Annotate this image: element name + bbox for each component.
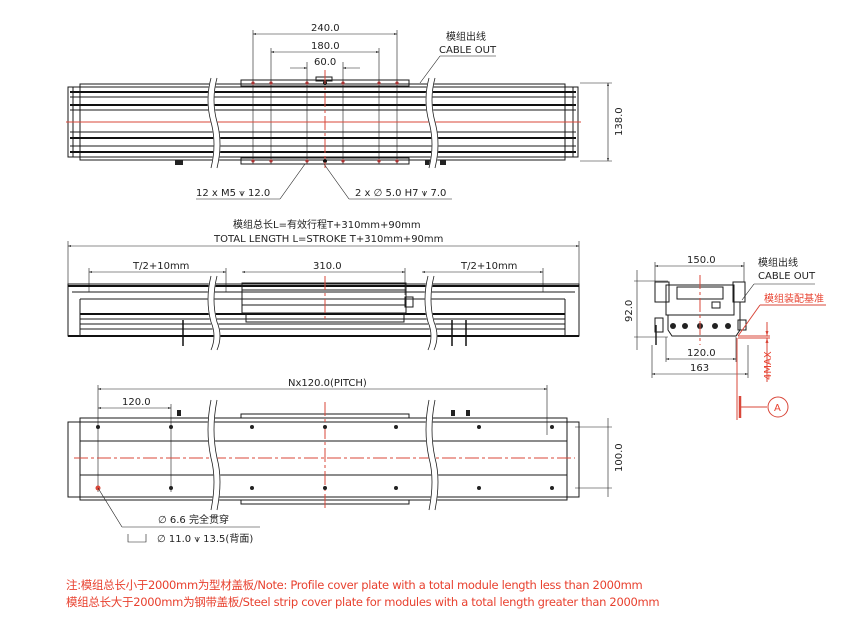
dim-half-left: T/2+10mm	[132, 261, 189, 272]
hole-through-label: ∅ 6.6 完全贯穿	[158, 513, 229, 526]
total-length-en: TOTAL LENGTH L=STROKE T+310mm+90mm	[213, 234, 443, 245]
dim-60: 60.0	[314, 57, 336, 68]
end-dim-150: 150.0	[687, 255, 716, 266]
bottom-view: Nx120.0(PITCH) 120.0 100.0	[67, 378, 625, 545]
datum-a: A	[774, 403, 781, 414]
dim-138: 138.0	[614, 107, 625, 136]
note-line-1: 注:模组总长小于2000mm为型材盖板/Note: Profile cover …	[66, 578, 643, 592]
assembly-ref-label: 模组装配基准	[764, 292, 824, 305]
hole-counterbore-label: ∅ 11.0 ⩛ 13.5(背面)	[157, 532, 253, 545]
side-view: 模组总长L=有效行程T+310mm+90mm TOTAL LENGTH L=ST…	[67, 218, 580, 352]
dim-half-right: T/2+10mm	[460, 261, 517, 272]
cable-out-cn: 模组出线	[446, 30, 486, 43]
dim-120-bottom: 120.0	[122, 397, 151, 408]
cable-out-en: CABLE OUT	[439, 45, 497, 56]
end-dim-92: 92.0	[624, 300, 635, 322]
end-cable-out-en: CABLE OUT	[758, 271, 816, 282]
end-view: 150.0 92.0 120.0 163 模组出线 CABLE OUT	[624, 255, 826, 420]
dim-100: 100.0	[614, 443, 625, 472]
dim-4max: 4MAX	[763, 351, 774, 380]
total-length-cn: 模组总长L=有效行程T+310mm+90mm	[233, 218, 421, 231]
dim-pitch: Nx120.0(PITCH)	[288, 378, 367, 389]
top-view: 240.0 180.0 60.0	[66, 23, 625, 200]
note-line-2: 模组总长大于2000mm为钢带盖板/Steel strip cover plat…	[66, 595, 660, 609]
callout-h7: 2 x ∅ 5.0 H7 ⩛ 7.0	[355, 188, 446, 199]
end-cable-out-cn: 模组出线	[758, 256, 798, 269]
dim-240: 240.0	[311, 23, 340, 34]
end-dim-120: 120.0	[687, 348, 716, 359]
callout-m5: 12 x M5 ⩛ 12.0	[196, 188, 270, 199]
dim-310: 310.0	[313, 261, 342, 272]
end-dim-163: 163	[690, 363, 709, 374]
dim-180: 180.0	[311, 41, 340, 52]
